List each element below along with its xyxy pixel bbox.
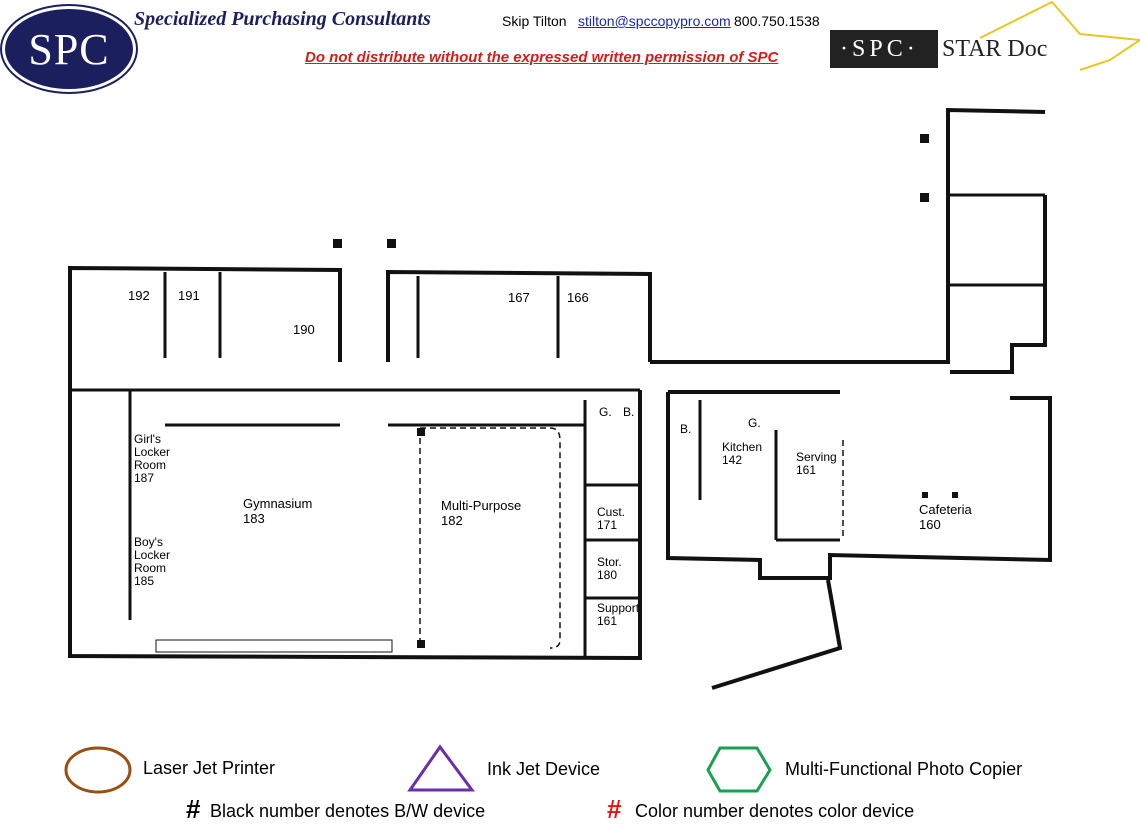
company-name: Specialized Purchasing Consultants	[134, 8, 431, 30]
email-link[interactable]: stilton@spccopypro.com	[578, 13, 731, 29]
room-boys-locker: Boy's Locker Room 185	[134, 535, 171, 588]
exterior-path	[711, 579, 843, 690]
room-storage: Stor. 180	[597, 555, 622, 582]
exterior-walls	[68, 107, 1052, 661]
legend-inkjet: Ink Jet Device	[487, 759, 601, 779]
room-191: 191	[178, 288, 200, 303]
room-166: 166	[567, 290, 589, 305]
room-b: B.	[623, 405, 635, 419]
laser-printer-icon	[64, 746, 132, 794]
room-custodial: Cust. 171	[597, 505, 626, 532]
legend-mfp: Multi-Functional Photo Copier	[785, 759, 1023, 779]
room-b-kitchen: B.	[680, 422, 692, 436]
columns	[333, 134, 958, 648]
interior-walls	[70, 193, 1045, 656]
room-g-kitchen: G.	[748, 416, 761, 430]
room-gymnasium: Gymnasium 183	[243, 496, 313, 526]
photocopier-icon	[706, 746, 772, 793]
legend-color-note: Color number denotes color device	[635, 801, 915, 821]
contact-name: Skip Tilton	[502, 13, 567, 29]
phone-number: 800.750.1538	[734, 13, 820, 29]
legend-bw-note: Black number denotes B/W device	[210, 801, 486, 821]
svg-text:STAR Doc: STAR Doc	[942, 36, 1047, 62]
room-support: Support 161	[597, 601, 640, 628]
room-cafeteria: Cafeteria 160	[919, 502, 972, 532]
room-167: 167	[508, 290, 530, 305]
inkjet-device-icon	[407, 744, 475, 792]
room-g: G.	[599, 405, 612, 419]
legend-shapes	[64, 744, 772, 794]
svg-text:·SPC·: ·SPC·	[840, 36, 919, 62]
room-190: 190	[293, 322, 315, 337]
dashed-partitions	[419, 427, 844, 649]
distribution-warning: Do not distribute without the expressed …	[305, 49, 779, 66]
logo-text: SPC	[28, 24, 110, 74]
stage	[155, 639, 393, 653]
room-kitchen: Kitchen 142	[722, 440, 763, 467]
black-hash: #	[186, 794, 201, 824]
red-hash: #	[607, 794, 622, 824]
room-serving: Serving 161	[796, 450, 837, 477]
legend-laser: Laser Jet Printer	[143, 758, 276, 778]
room-multi-purpose: Multi-Purpose 182	[441, 498, 522, 528]
room-192: 192	[128, 288, 150, 303]
room-girls-locker: Girl's Locker Room 187	[134, 432, 171, 485]
spc-logo: SPC	[2, 6, 136, 92]
star-doc-logo: ·SPC· STAR Doc	[830, 0, 1140, 71]
